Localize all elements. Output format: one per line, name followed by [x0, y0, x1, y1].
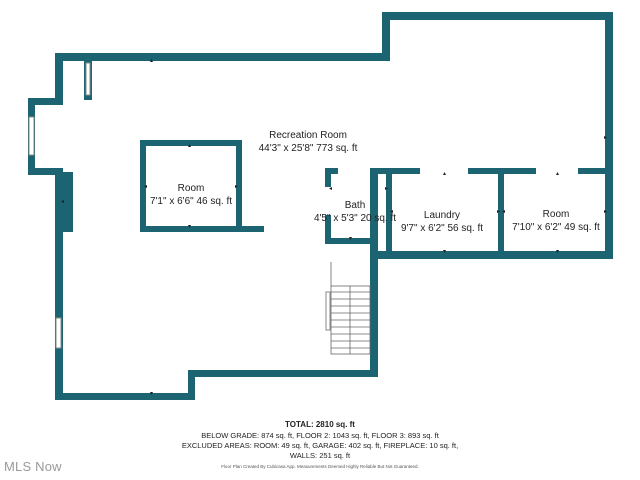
room-right-name: Room: [543, 209, 570, 220]
staircase: [330, 262, 371, 355]
mls-watermark: MLS Now: [4, 459, 62, 474]
laundry-name: Laundry: [424, 210, 460, 221]
small-room-left: [140, 140, 146, 232]
bath-name: Bath: [345, 200, 366, 211]
room-right-dims: 7'10" x 6'2" 49 sq. ft: [512, 222, 600, 233]
laundry-dims: 9'7" x 6'2" 56 sq. ft: [401, 223, 483, 234]
wall-bump-top: [28, 98, 63, 105]
wall-step-vertical: [382, 12, 390, 61]
credit-note: Floor Plan Created By Cubicasa App. Meas…: [221, 464, 419, 469]
window-left-lower: [55, 317, 62, 349]
wall-stair-right: [370, 170, 378, 376]
laundry-right: [498, 168, 504, 255]
wall-left-upper: [55, 53, 63, 105]
walls: [28, 12, 613, 400]
room-left-name: Room: [178, 183, 205, 194]
door-openings: [325, 167, 578, 215]
wall-right: [605, 12, 613, 258]
wall-bottom-mid: [188, 370, 378, 377]
room-left-dims: 7'1" x 6'6" 46 sq. ft: [150, 196, 232, 207]
wall-bottom-step: [188, 370, 195, 400]
wall-left-lower: [55, 168, 63, 400]
recreation-room-dims: 44'3" x 25'8" 773 sq. ft: [259, 143, 358, 154]
bath-dims: 4'5" x 5'3" 20 sq. ft: [314, 213, 396, 224]
small-room-bottom: [140, 226, 264, 232]
bath-right: [386, 168, 392, 255]
utility-top: [325, 168, 613, 174]
small-room-top: [140, 140, 242, 146]
window-alcove: [85, 62, 91, 96]
small-room-right: [236, 140, 242, 232]
wall-bump-bottom: [28, 168, 63, 175]
walls-area: WALLS: 251 sq. ft: [289, 451, 351, 460]
excluded-areas: EXCLUDED AREAS: ROOM: 49 sq. ft, GARAGE:…: [181, 441, 459, 450]
area-breakdown: BELOW GRADE: 874 sq. ft, FLOOR 2: 1043 s…: [201, 431, 439, 440]
recreation-room-name: Recreation Room: [269, 130, 347, 141]
floor-plan: Recreation Room 44'3" x 25'8" 773 sq. ft…: [28, 12, 613, 400]
window-left-upper: [28, 116, 35, 156]
window-stair: [325, 291, 331, 331]
wall-bottom-right: [373, 251, 613, 259]
total-area: TOTAL: 2810 sq. ft: [285, 420, 355, 429]
wall-bottom-left: [55, 393, 195, 400]
dimension-ticks: [61, 59, 607, 395]
bath-bottom: [325, 238, 378, 244]
room-labels: Recreation Room 44'3" x 25'8" 773 sq. ft…: [150, 130, 600, 234]
wall-top-right: [382, 12, 612, 20]
wall-top-left: [55, 53, 390, 61]
windows: [28, 62, 331, 349]
